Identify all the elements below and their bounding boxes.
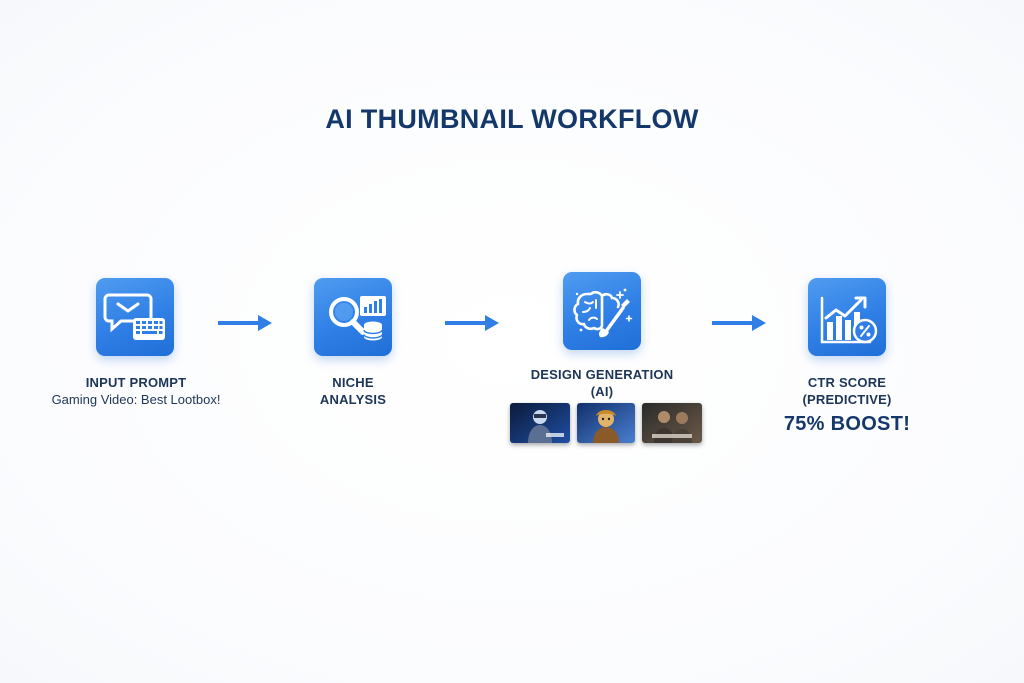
magnifier-chart-icon (314, 278, 392, 356)
growth-chart-percent-icon (808, 278, 886, 356)
thumbnail-preview-1 (510, 403, 570, 443)
arrow-right-icon (712, 315, 766, 331)
chat-keyboard-icon (96, 278, 174, 356)
design-label-line2: (AI) (590, 384, 614, 399)
ctr-boost-result: 75% BOOST! (783, 413, 911, 435)
arrow-right-icon (218, 315, 272, 331)
arrow-right-icon (445, 315, 499, 331)
ctr-label-line2: (PREDICTIVE) (802, 392, 892, 407)
step-label-design-generation: DESIGN GENERATION (AI) (512, 366, 692, 400)
ctr-label-line1: CTR SCORE (807, 375, 887, 390)
design-label-line1: DESIGN GENERATION (530, 367, 674, 382)
input-prompt-text: Gaming Video: Best Lootbox! (51, 392, 221, 407)
niche-label-line2: ANALYSIS (319, 392, 387, 407)
niche-label-line1: NICHE (332, 375, 374, 390)
step-label-input-prompt: INPUT PROMPT (85, 375, 187, 390)
step-label-ctr-score: CTR SCORE (PREDICTIVE) (772, 374, 922, 408)
thumbnail-preview-2 (577, 403, 635, 443)
thumbnail-preview-3 (642, 403, 702, 443)
page-title: AI THUMBNAIL WORKFLOW (325, 104, 699, 134)
step-label-niche-analysis: NICHE ANALYSIS (296, 374, 410, 408)
brain-brush-icon (563, 272, 641, 350)
